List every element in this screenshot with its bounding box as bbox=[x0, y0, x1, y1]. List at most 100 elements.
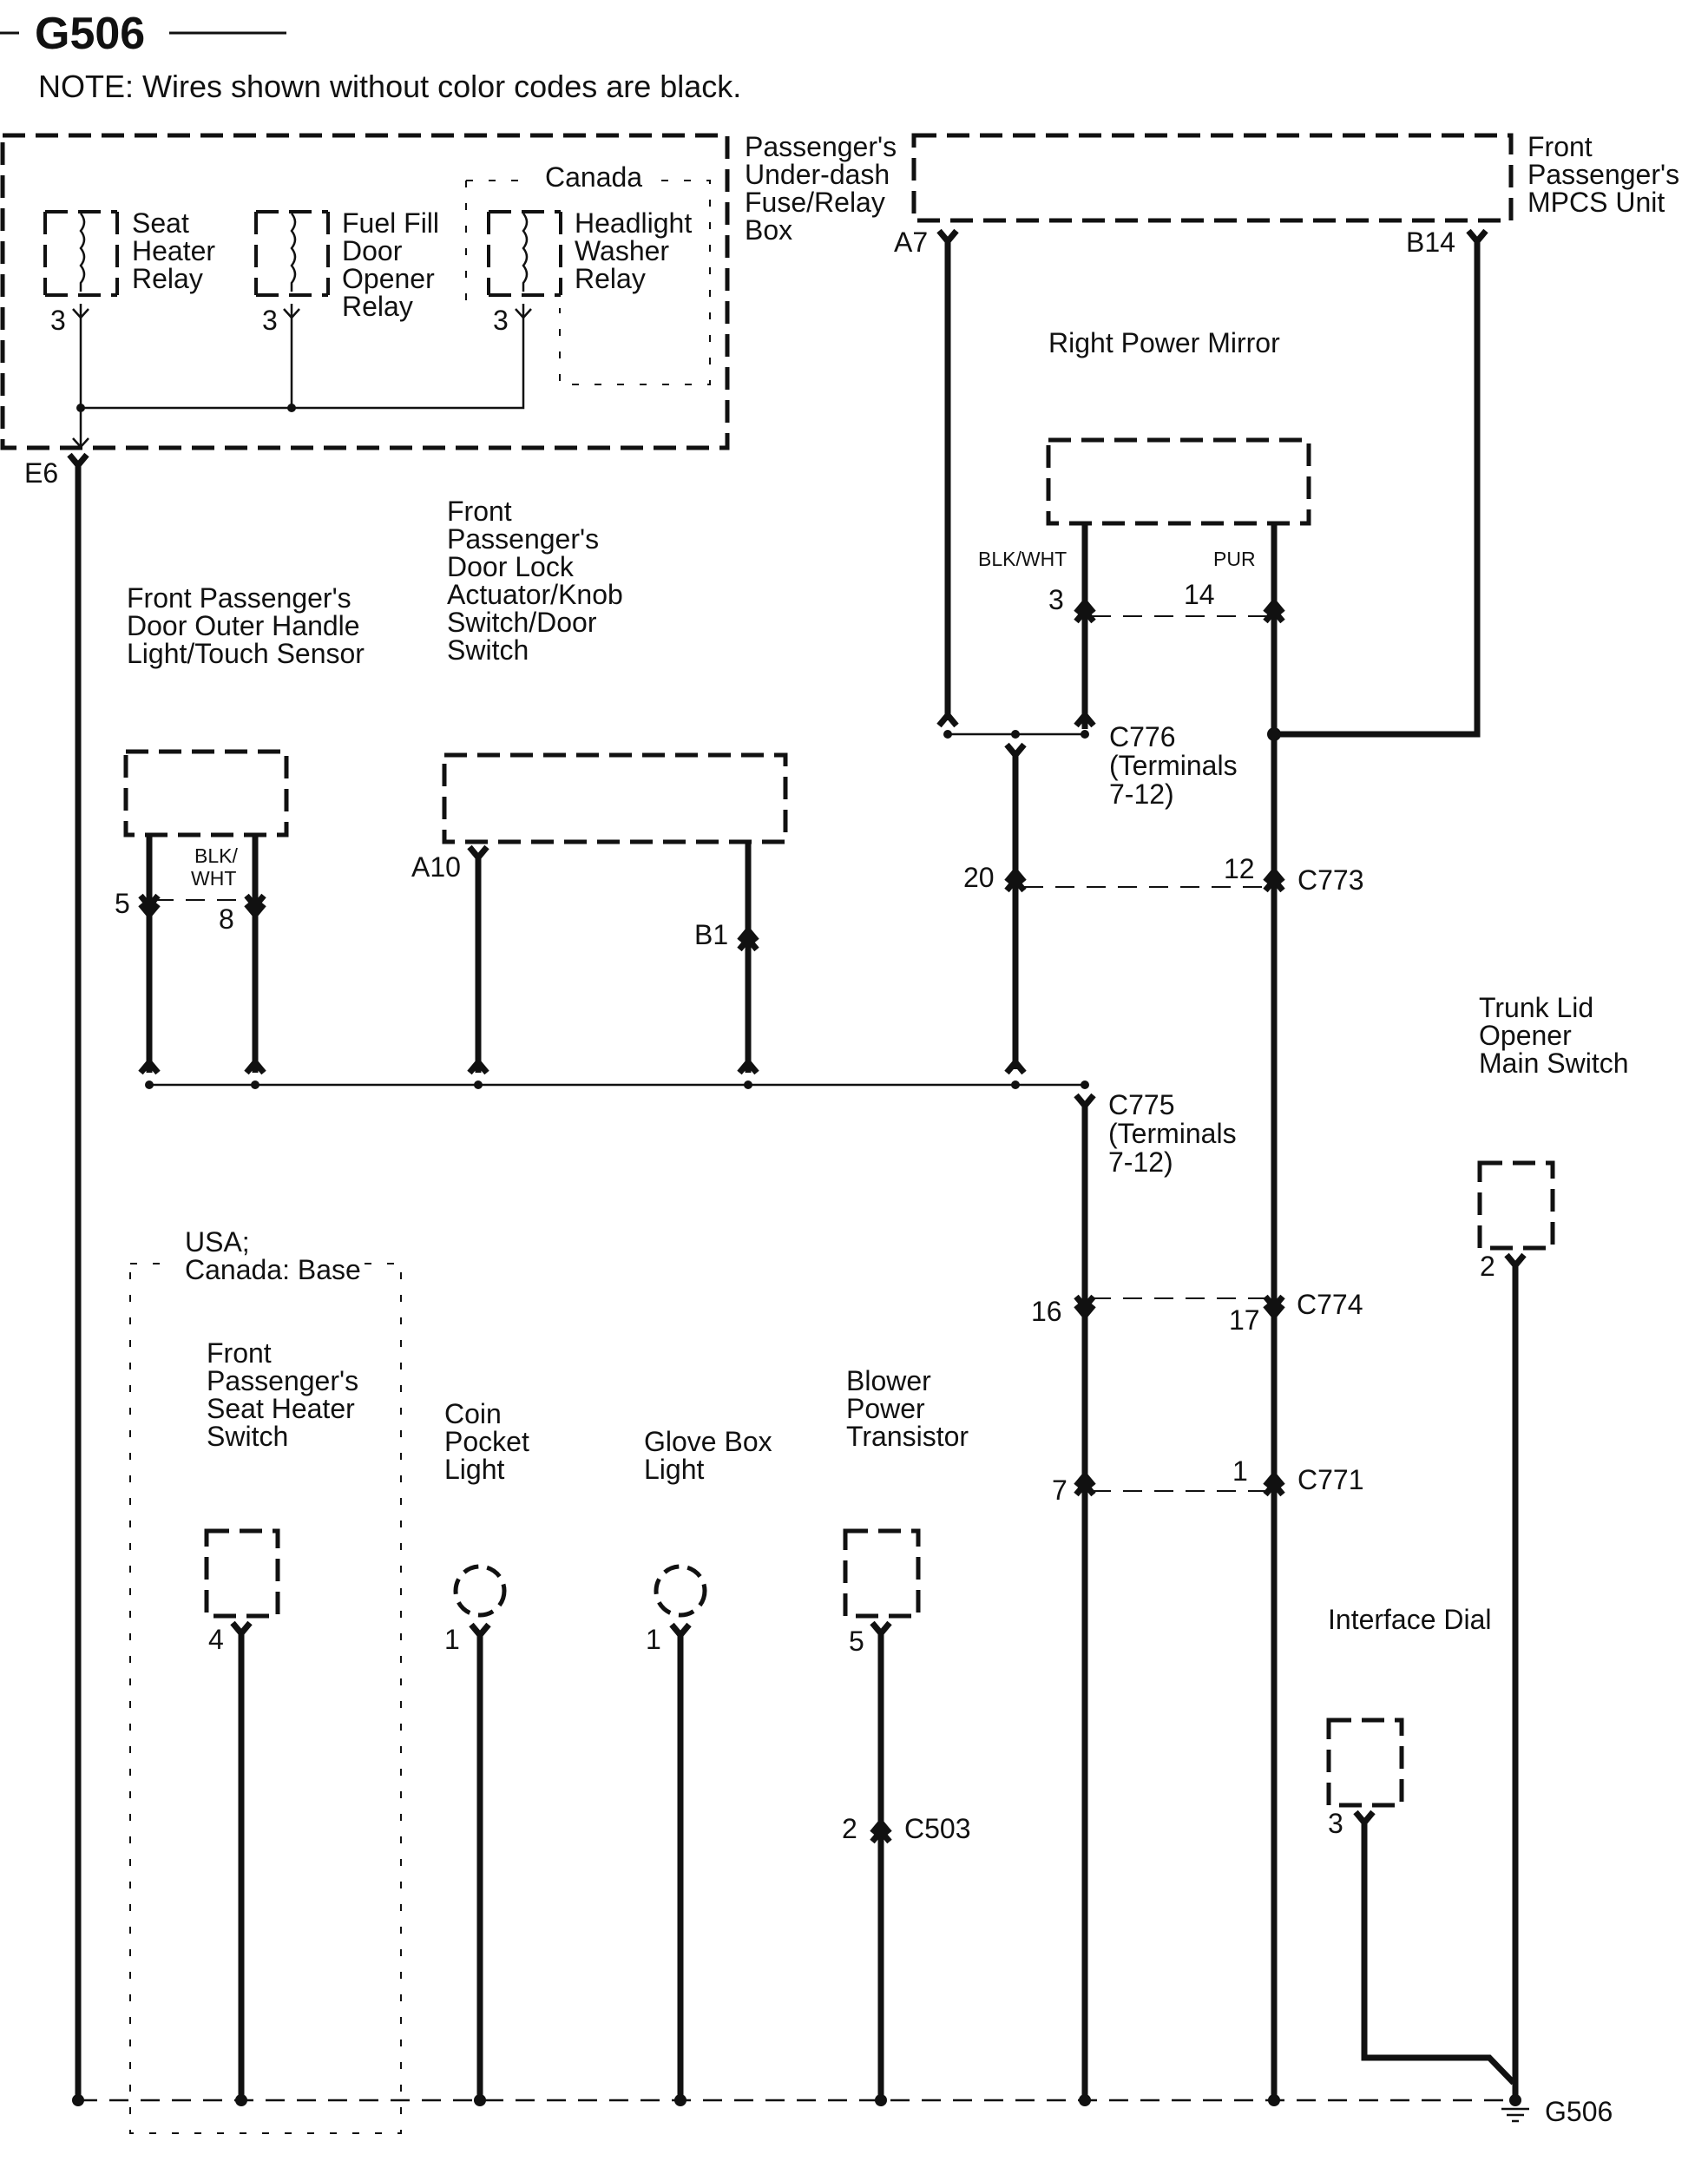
svg-text:Front: Front bbox=[447, 496, 512, 527]
svg-text:Fuel Fill: Fuel Fill bbox=[342, 207, 439, 239]
door-lock-actuator: Front Passenger's Door Lock Actuator/Kno… bbox=[411, 496, 788, 1073]
svg-text:Glove Box: Glove Box bbox=[644, 1426, 772, 1457]
connector-c773: 20 12 C773 bbox=[963, 853, 1364, 896]
svg-text:(Terminals: (Terminals bbox=[1109, 750, 1238, 781]
coin-pocket-light: Coin Pocket Light 1 bbox=[444, 1398, 529, 2100]
svg-text:Light/Touch Sensor: Light/Touch Sensor bbox=[127, 638, 365, 669]
svg-text:7: 7 bbox=[1052, 1475, 1068, 1506]
svg-text:17: 17 bbox=[1229, 1304, 1260, 1336]
svg-text:C503: C503 bbox=[904, 1813, 971, 1844]
svg-text:5: 5 bbox=[849, 1626, 864, 1657]
svg-text:Trunk Lid: Trunk Lid bbox=[1479, 992, 1593, 1023]
right-power-mirror: Right Power Mirror BLK/WHT PUR 3 14 bbox=[978, 327, 1311, 2100]
headlight-washer-relay: Headlight Washer Relay 3 bbox=[487, 207, 692, 336]
connector-c774: 16 17 C774 bbox=[1031, 1289, 1363, 1336]
svg-text:3: 3 bbox=[493, 305, 509, 336]
seat-heater-relay: Seat Heater Relay 3 bbox=[43, 207, 215, 336]
svg-text:Front Passenger's: Front Passenger's bbox=[127, 582, 351, 614]
svg-text:Door Outer Handle: Door Outer Handle bbox=[127, 610, 360, 641]
svg-text:C774: C774 bbox=[1297, 1289, 1363, 1320]
bus-c775 bbox=[138, 1057, 1089, 1089]
svg-text:Seat Heater: Seat Heater bbox=[207, 1393, 355, 1424]
svg-text:C773: C773 bbox=[1297, 864, 1364, 896]
svg-text:Interface Dial: Interface Dial bbox=[1328, 1604, 1492, 1635]
svg-text:Canada: Base: Canada: Base bbox=[185, 1254, 361, 1285]
svg-text:PUR: PUR bbox=[1213, 548, 1256, 570]
svg-text:Door Lock: Door Lock bbox=[447, 551, 575, 582]
svg-text:1: 1 bbox=[1232, 1455, 1248, 1487]
svg-text:Front: Front bbox=[207, 1337, 272, 1369]
svg-text:Passenger's: Passenger's bbox=[207, 1365, 358, 1396]
svg-text:4: 4 bbox=[208, 1624, 224, 1655]
svg-text:2: 2 bbox=[1480, 1251, 1495, 1282]
svg-text:Power: Power bbox=[846, 1393, 925, 1424]
trunk-lid-opener-switch: Trunk Lid Opener Main Switch 2 bbox=[1477, 992, 1629, 2100]
svg-text:3: 3 bbox=[50, 305, 66, 336]
door-outer-handle-sensor: Front Passenger's Door Outer Handle Ligh… bbox=[115, 582, 365, 1073]
svg-text:B1: B1 bbox=[694, 919, 728, 950]
svg-text:Box: Box bbox=[745, 214, 792, 246]
connector-c775: C775 (Terminals 7-12) bbox=[1074, 1089, 1237, 2100]
relay-bus bbox=[72, 304, 532, 449]
svg-text:1: 1 bbox=[646, 1624, 661, 1655]
svg-text:Transistor: Transistor bbox=[846, 1421, 969, 1452]
svg-text:3: 3 bbox=[262, 305, 278, 336]
svg-text:7-12): 7-12) bbox=[1108, 1146, 1173, 1178]
svg-text:Coin: Coin bbox=[444, 1398, 502, 1429]
svg-text:Front: Front bbox=[1527, 131, 1593, 162]
svg-text:B14: B14 bbox=[1406, 227, 1455, 258]
svg-text:Passenger's: Passenger's bbox=[1527, 159, 1679, 190]
svg-text:14: 14 bbox=[1184, 579, 1215, 610]
fuel-fill-relay: Fuel Fill Door Opener Relay 3 bbox=[254, 207, 439, 336]
relay-coil-icon bbox=[254, 210, 330, 297]
svg-text:Opener: Opener bbox=[1479, 1020, 1572, 1051]
relay-coil-icon bbox=[487, 210, 562, 297]
canada-option-box: Canada bbox=[465, 161, 711, 385]
svg-text:BLK/: BLK/ bbox=[194, 844, 238, 867]
svg-text:5: 5 bbox=[115, 888, 130, 919]
svg-text:Seat: Seat bbox=[132, 207, 189, 239]
svg-text:Right Power Mirror: Right Power Mirror bbox=[1048, 327, 1280, 358]
interface-dial: Interface Dial 3 bbox=[1326, 1604, 1516, 2085]
svg-text:2: 2 bbox=[842, 1813, 857, 1844]
bulb-icon bbox=[453, 1564, 507, 1618]
svg-text:Switch/Door: Switch/Door bbox=[447, 607, 597, 638]
usa-canada-base-option-box: USA; Canada: Base bbox=[129, 1226, 402, 2134]
page-title: G506 bbox=[35, 9, 145, 59]
bulb-icon bbox=[654, 1564, 707, 1618]
svg-text:1: 1 bbox=[444, 1624, 460, 1655]
svg-text:Headlight: Headlight bbox=[575, 207, 692, 239]
svg-text:20: 20 bbox=[963, 862, 995, 893]
ground-label: G506 bbox=[1545, 2096, 1613, 2127]
svg-text:Switch: Switch bbox=[447, 634, 529, 666]
svg-text:C776: C776 bbox=[1109, 721, 1176, 752]
svg-text:Fuse/Relay: Fuse/Relay bbox=[745, 187, 885, 218]
svg-text:3: 3 bbox=[1048, 584, 1064, 615]
seat-heater-switch: Front Passenger's Seat Heater Switch 4 bbox=[204, 1337, 358, 2100]
relay-coil-icon bbox=[43, 210, 119, 297]
mpcs-unit: Front Passenger's MPCS Unit A7 B14 bbox=[894, 131, 1679, 258]
svg-text:Heater: Heater bbox=[132, 235, 215, 266]
svg-text:3: 3 bbox=[1328, 1808, 1343, 1839]
svg-text:E6: E6 bbox=[24, 457, 58, 489]
ground-icon bbox=[1501, 2107, 1529, 2123]
wire-e6: E6 bbox=[24, 452, 89, 2100]
svg-text:Washer: Washer bbox=[575, 235, 669, 266]
svg-text:BLK/WHT: BLK/WHT bbox=[978, 548, 1067, 570]
fuse-relay-box: Passenger's Under-dash Fuse/Relay Box bbox=[0, 131, 897, 450]
note-text: NOTE: Wires shown without color codes ar… bbox=[38, 69, 741, 104]
svg-text:(Terminals: (Terminals bbox=[1108, 1118, 1237, 1149]
svg-text:Relay: Relay bbox=[575, 263, 646, 294]
svg-text:A7: A7 bbox=[894, 227, 928, 258]
connector-c771: 7 1 C771 bbox=[1052, 1455, 1364, 1506]
svg-text:16: 16 bbox=[1031, 1296, 1062, 1327]
svg-text:C775: C775 bbox=[1108, 1089, 1175, 1120]
svg-text:Under-dash: Under-dash bbox=[745, 159, 890, 190]
blower-power-transistor: Blower Power Transistor 5 2 C503 bbox=[842, 1365, 971, 2100]
svg-text:Switch: Switch bbox=[207, 1421, 288, 1452]
svg-text:Opener: Opener bbox=[342, 263, 435, 294]
svg-text:C771: C771 bbox=[1297, 1464, 1364, 1495]
svg-text:Relay: Relay bbox=[132, 263, 203, 294]
svg-text:Blower: Blower bbox=[846, 1365, 931, 1396]
